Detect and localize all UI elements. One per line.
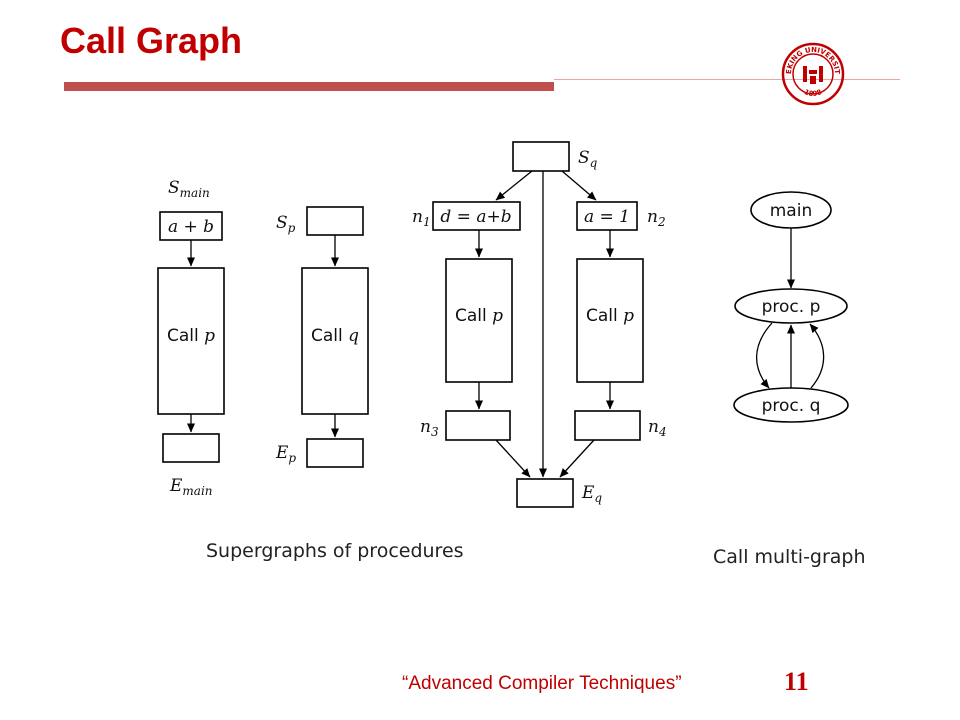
proc-q-edge-s-n2 [561, 170, 597, 201]
main-assign-node [159, 211, 223, 241]
proc-q-end-label: Eq [581, 483, 602, 505]
proc-q-call-left-text: Call p [455, 306, 503, 326]
proc-q-call-right-text: Call p [586, 306, 634, 326]
proc-q-supergraph: Sq n1 d = a+b a = 1 n2 Call p Call p n3 … [412, 141, 667, 508]
multigraph-edge-q-p-right [809, 323, 825, 389]
proc-q-end-node [516, 478, 574, 508]
proc-q-n2-node [576, 201, 638, 231]
multigraph-main-text: main [770, 201, 812, 221]
footer-course-title: “Advanced Compiler Techniques” [402, 673, 682, 694]
proc-p-end-label: Ep [275, 443, 296, 465]
main-supergraph: Smain a + b Call p Emain [157, 178, 225, 498]
page-number: 11 [784, 667, 809, 696]
proc-q-start-label: Sq [578, 148, 598, 170]
main-start-label: Smain [168, 178, 210, 200]
main-end-label: Emain [169, 476, 213, 498]
proc-p-start-node [306, 206, 364, 236]
multigraph-edge-p-q-left [756, 322, 773, 389]
proc-q-edge-n4-e [559, 439, 595, 478]
multigraph-proc-p-node [734, 288, 848, 324]
proc-p-call-node [301, 267, 369, 415]
proc-q-call-left-node [445, 258, 513, 383]
proc-q-edge-s-n1 [495, 170, 533, 201]
title-divider-line [554, 79, 900, 80]
proc-p-supergraph: Sp Call q Ep [275, 206, 369, 468]
proc-p-start-label: Sp [276, 213, 296, 235]
proc-q-n2-text: a = 1 [584, 207, 630, 227]
proc-q-n3-node [445, 410, 511, 441]
call-multigraph: main proc. p proc. q [733, 191, 849, 423]
multigraph-proc-q-text: proc. q [762, 396, 821, 416]
supergraph-caption: Supergraphs of procedures [206, 540, 464, 562]
slide-title: Call Graph [60, 20, 243, 61]
main-assign-text: a + b [168, 217, 214, 237]
proc-q-n4-node [574, 410, 641, 441]
main-call-node [157, 267, 225, 415]
proc-q-n4-label: n4 [648, 417, 667, 439]
main-call-text: Call p [167, 326, 215, 346]
multigraph-proc-p-text: proc. p [762, 297, 821, 317]
proc-p-end-node [306, 438, 364, 468]
proc-q-n1-label: n1 [412, 207, 431, 229]
proc-q-n1-node [432, 201, 521, 231]
proc-q-n2-label: n2 [647, 207, 666, 229]
multigraph-proc-q-node [733, 387, 849, 423]
proc-q-n1-text: d = a+b [440, 207, 511, 227]
proc-q-n3-label: n3 [420, 417, 439, 439]
title-underline-bar [64, 82, 554, 91]
proc-p-call-text: Call q [311, 326, 359, 346]
proc-q-call-right-node [576, 258, 644, 383]
main-end-node [162, 433, 220, 463]
proc-q-start-node [512, 141, 570, 172]
seal-year-text: 1898 [803, 88, 823, 98]
proc-q-edge-n3-e [495, 439, 531, 478]
peking-university-seal-icon: PEKING UNIVERSITY 1898 [781, 42, 845, 106]
multigraph-caption: Call multi-graph [713, 546, 866, 568]
